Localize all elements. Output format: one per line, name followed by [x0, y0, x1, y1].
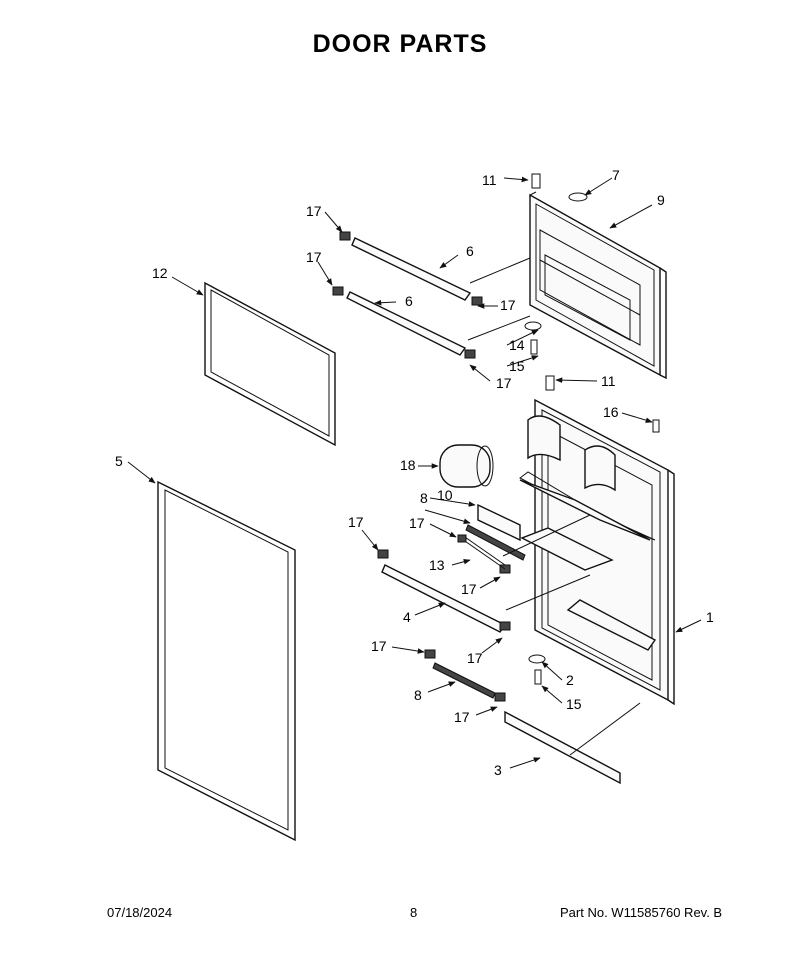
- freezer-door: [529, 191, 667, 380]
- callout-leaders: [127, 176, 702, 769]
- callout-17: 17: [500, 297, 516, 313]
- callout-17: 17: [348, 514, 364, 530]
- callout-labels: 11 7 9 17 6 17 12 6 17 14 15 17 11 16 18…: [115, 167, 714, 778]
- callout-17: 17: [461, 581, 477, 597]
- callout-6: 6: [405, 293, 413, 309]
- callout-8: 8: [414, 687, 422, 703]
- callout-17: 17: [467, 650, 483, 666]
- callout-15: 15: [509, 358, 525, 374]
- callout-11: 11: [482, 172, 497, 188]
- footer-part-number: Part No. W11585760 Rev. B: [560, 905, 723, 920]
- freezer-gasket: [204, 281, 336, 447]
- callout-5: 5: [115, 453, 123, 469]
- callout-2: 2: [566, 672, 574, 688]
- callout-10: 10: [437, 487, 453, 503]
- callout-14: 14: [509, 337, 525, 353]
- freezer-door-bars: [332, 231, 483, 359]
- callout-4: 4: [403, 609, 411, 625]
- callout-12: 12: [152, 265, 168, 281]
- callout-16: 16: [603, 404, 619, 420]
- hardware-parts: [524, 173, 660, 685]
- callout-17: 17: [306, 203, 322, 219]
- callout-11: 11: [601, 373, 616, 389]
- callout-17: 17: [306, 249, 322, 265]
- callout-18: 18: [400, 457, 416, 473]
- callout-6: 6: [466, 243, 474, 259]
- footer-date: 07/18/2024: [107, 905, 173, 920]
- footer-page-number: 8: [410, 905, 418, 920]
- callout-9: 9: [657, 192, 665, 208]
- page-title: DOOR PARTS: [312, 30, 488, 58]
- callout-17: 17: [409, 515, 425, 531]
- callout-17: 17: [454, 709, 470, 725]
- callout-17: 17: [496, 375, 512, 391]
- callout-3: 3: [494, 762, 502, 778]
- callout-13: 13: [429, 557, 445, 573]
- fresh-food-door-bars: [377, 444, 621, 785]
- callout-7: 7: [612, 167, 620, 183]
- callout-8: 8: [420, 490, 428, 506]
- fresh-food-door: [519, 398, 675, 706]
- callout-15: 15: [566, 696, 582, 712]
- callout-1: 1: [706, 609, 714, 625]
- callout-17: 17: [371, 638, 387, 654]
- fresh-food-gasket: [157, 480, 296, 842]
